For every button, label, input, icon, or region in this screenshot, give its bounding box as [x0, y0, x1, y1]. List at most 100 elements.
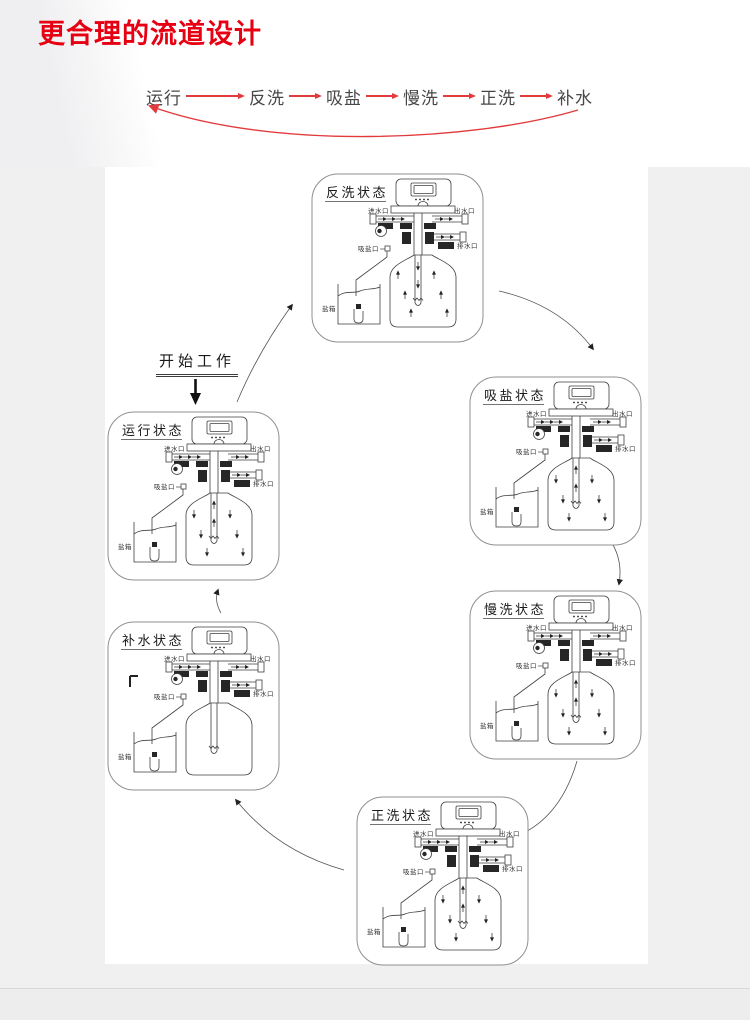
flow-step-6: 补水 [557, 88, 593, 108]
salt-tank [495, 701, 539, 742]
page-footer [0, 988, 750, 1020]
brine-port-label: 吸盐口 [154, 482, 175, 491]
salt-tank-label: 盐箱 [367, 927, 381, 936]
pipe-elbow-mark [129, 675, 138, 687]
salt-tank-label: 盐箱 [118, 752, 132, 761]
salt-tank [133, 522, 177, 563]
brine-tube [151, 699, 184, 744]
resin-tank [185, 702, 253, 776]
state-diagram-refill: 补水状态 [106, 620, 281, 792]
resin-tank [434, 877, 502, 951]
state-title: 运行状态 [122, 424, 184, 439]
flow-arrow-icon [520, 93, 553, 99]
drain-label: 排水口 [502, 864, 523, 873]
state-title: 反洗状态 [326, 186, 388, 201]
valve-head [435, 801, 501, 837]
drain-label: 排水口 [253, 479, 274, 488]
valve-head [548, 381, 614, 417]
salt-tank-label: 盐箱 [480, 507, 494, 516]
drain-label: 排水口 [615, 658, 636, 667]
outlet-label: 出水口 [250, 444, 271, 453]
drain-label: 排水口 [615, 444, 636, 453]
state-diagram-backwash: 反洗状态 [310, 172, 485, 344]
inlet-label: 进水口 [526, 623, 547, 632]
riser-tube [572, 458, 580, 506]
start-work-label: 开始工作 [156, 350, 239, 377]
riser-tube [210, 493, 218, 541]
flow-arrow-icon [289, 93, 322, 99]
brine-tube [355, 251, 388, 296]
flow-step-1: 运行 [146, 88, 182, 108]
salt-tank-label: 盐箱 [118, 542, 132, 551]
valve-manifold [369, 213, 469, 255]
salt-tank-label: 盐箱 [480, 721, 494, 730]
state-diagram-brine: 吸盐状态 [468, 375, 643, 547]
riser-tube [572, 672, 580, 720]
flow-step-4: 慢洗 [403, 88, 439, 108]
return-arrow-icon [148, 103, 579, 138]
state-diagram-slow: 慢洗状态 [468, 589, 643, 761]
resin-tank [547, 671, 615, 745]
outlet-label: 出水口 [612, 623, 633, 632]
valve-head [186, 626, 252, 662]
brine-nipple [542, 448, 549, 455]
flow-step-2: 反洗 [249, 88, 285, 108]
brine-port-label: 吸盐口 [154, 692, 175, 701]
state-title: 慢洗状态 [484, 602, 546, 618]
valve-head [390, 178, 456, 214]
start-work-arrow-icon [190, 379, 201, 405]
flow-step-5: 正洗 [480, 88, 516, 108]
outlet-label: 出水口 [612, 409, 633, 418]
flow-arrow-icon [186, 93, 245, 99]
flow-step-3: 吸盐 [326, 88, 362, 108]
valve-manifold [414, 836, 514, 878]
valve-manifold [165, 451, 265, 493]
drain-label: 排水口 [457, 241, 478, 250]
brine-port-label: 吸盐口 [403, 867, 424, 876]
brine-tube [151, 489, 184, 534]
page-title: 更合理的流道设计 [38, 19, 262, 49]
state-diagram-service: 运行状态 [106, 410, 281, 582]
valve-head [186, 416, 252, 452]
page-header [0, 0, 750, 167]
brine-nipple [384, 245, 391, 252]
brine-tube [513, 668, 546, 713]
brine-port-label: 吸盐口 [358, 244, 379, 253]
flow-arrow-icon [366, 93, 399, 99]
salt-tank [382, 907, 426, 948]
salt-tank [337, 284, 381, 325]
inlet-label: 进水口 [164, 654, 185, 663]
outlet-label: 出水口 [454, 206, 475, 215]
riser-tube [414, 255, 422, 303]
brine-port-label: 吸盐口 [516, 447, 537, 456]
brine-port-label: 吸盐口 [516, 661, 537, 670]
inlet-label: 进水口 [413, 829, 434, 838]
valve-head [548, 595, 614, 631]
inlet-label: 进水口 [368, 206, 389, 215]
brine-tube [400, 874, 433, 919]
brine-nipple [542, 662, 549, 669]
drain-label: 排水口 [253, 689, 274, 698]
cycle-flow-row: 运行 反洗 吸盐 慢洗 正洗 补水 [146, 85, 593, 108]
resin-tank [547, 457, 615, 531]
salt-tank-label: 盐箱 [322, 304, 336, 313]
inlet-label: 进水口 [526, 409, 547, 418]
state-diagram-fast: 正洗状态 [355, 795, 530, 967]
state-title: 正洗状态 [371, 809, 433, 824]
outlet-label: 出水口 [499, 829, 520, 838]
valve-manifold [527, 416, 627, 458]
state-title: 补水状态 [122, 634, 184, 649]
valve-manifold [165, 661, 265, 703]
salt-tank [495, 487, 539, 528]
brine-nipple [429, 868, 436, 875]
brine-nipple [180, 693, 187, 700]
state-title: 吸盐状态 [484, 389, 546, 404]
inlet-label: 进水口 [164, 444, 185, 453]
resin-tank [389, 254, 457, 328]
riser-tube [210, 703, 218, 751]
brine-tube [513, 454, 546, 499]
valve-manifold [527, 630, 627, 672]
salt-tank [133, 732, 177, 773]
outlet-label: 出水口 [250, 654, 271, 663]
